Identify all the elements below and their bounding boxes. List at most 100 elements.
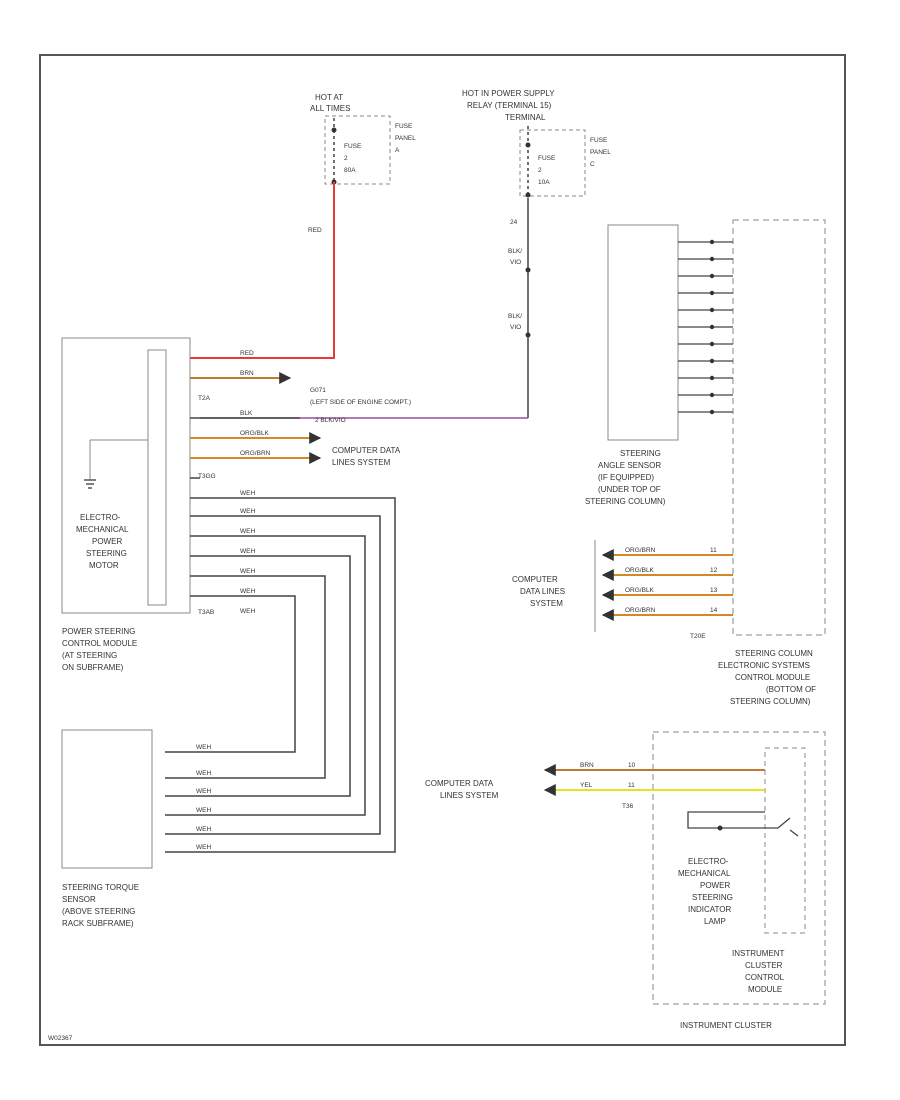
- lamp-1: MECHANICAL: [678, 869, 731, 878]
- angle-sensor-pin-node: [709, 290, 715, 296]
- column-module-dashed-box: [732, 219, 826, 636]
- steering-column-module: STEERING ANGLE SENSOR (IF EQUIPPED) (UND…: [512, 219, 826, 706]
- fuse-panel-c-1: PANEL: [590, 149, 611, 156]
- lamp-circuit: [687, 811, 778, 829]
- ic-name: INSTRUMENT CLUSTER: [680, 1021, 772, 1030]
- sensor-wire-label-7: WEH: [240, 608, 255, 615]
- sc-cdl-2: SYSTEM: [530, 599, 563, 608]
- sc-pin-2: 12: [710, 567, 718, 574]
- fuse-panel-c-0: FUSE: [590, 137, 608, 144]
- sc-conn: T20E: [690, 633, 706, 640]
- fuse-b-name-0: FUSE: [538, 155, 556, 162]
- ts-wire-2: WEH: [196, 770, 211, 777]
- fuse-panel-a-box: [324, 115, 391, 185]
- sc-module-3: (BOTTOM OF: [766, 685, 816, 694]
- wire-mid-orgblk: ORG/BLK: [240, 430, 270, 437]
- pst-module-box: [61, 337, 191, 614]
- diagram-frame: [39, 54, 846, 1046]
- angle-sensor-pin-node: [709, 256, 715, 262]
- sc-pin-1: 11: [710, 547, 717, 554]
- lamp-switch-icon: [777, 817, 799, 837]
- angle-sensor-pin-node: [709, 341, 715, 347]
- power-supply-a: HOT AT ALL TIMES FUSE 2 80A FUSE PANEL A: [310, 93, 416, 185]
- sc-pin-4: 14: [710, 607, 718, 614]
- angle-sensor-pin-node: [709, 375, 715, 381]
- sc-cdl-0: COMPUTER: [512, 575, 558, 584]
- sensor-wire-label-1: WEH: [240, 490, 255, 497]
- lamp-5: LAMP: [704, 917, 726, 926]
- lamp-0: ELECTRO-: [688, 857, 729, 866]
- lamp-4: INDICATOR: [688, 905, 731, 914]
- sensor-wire-label-2: WEH: [240, 508, 255, 515]
- lamp-2: POWER: [700, 881, 730, 890]
- fuse-panel-a-2: A: [395, 147, 400, 154]
- sensor-wire-1: [165, 497, 396, 853]
- angle-sensor-2: (IF EQUIPPED): [598, 473, 654, 482]
- hot-in-relay-line1: HOT IN POWER SUPPLY: [462, 89, 555, 98]
- blk-vio-2-b: VIO: [510, 324, 521, 331]
- lamp-3: STEERING: [692, 893, 733, 902]
- angle-sensor-pin-node: [709, 239, 715, 245]
- sc-wire-label-4: ORG/BRN: [625, 607, 656, 614]
- ts-wire-1: WEH: [196, 744, 211, 751]
- ic-module-1: CLUSTER: [745, 961, 783, 970]
- pst-cdl-1: LINES SYSTEM: [332, 458, 391, 467]
- hot-in-relay-line2: RELAY (TERMINAL 15): [467, 101, 552, 110]
- fuse-a-name-0: FUSE: [344, 143, 362, 150]
- sensor-wire-label-6: WEH: [240, 588, 255, 595]
- fuse-a-name-1: 2: [344, 155, 348, 162]
- sc-pin-3: 13: [710, 587, 718, 594]
- angle-sensor-1: ANGLE SENSOR: [598, 461, 661, 470]
- angle-sensor-pins: [678, 239, 733, 415]
- sc-module-2: CONTROL MODULE: [735, 673, 810, 682]
- ic-module-0: INSTRUMENT: [732, 949, 785, 958]
- fuse-b-node-top: [525, 142, 531, 148]
- footer-code: W02367: [48, 1035, 73, 1042]
- power-steering-module: ELECTRO- MECHANICAL POWER STEERING MOTOR…: [61, 337, 216, 672]
- red-power-wire: [200, 182, 335, 359]
- cluster-module-dashed-box: [764, 747, 806, 934]
- motor-label-0: ELECTRO-: [80, 513, 121, 522]
- angle-sensor-pin-node: [709, 307, 715, 313]
- fuse-a-name-2: 80A: [344, 167, 356, 174]
- module-mid-wires: BLK ORG/BLK ORG/BRN COMPUTER DATA LINES …: [190, 410, 401, 467]
- ic-wire-yel: YEL: [580, 782, 593, 789]
- pst-connector-strip: [147, 349, 167, 606]
- blk-vio-1-a: BLK/: [508, 248, 522, 255]
- wire-mid-blk: BLK: [240, 410, 253, 417]
- fuse-panel-c-2: C: [590, 161, 595, 168]
- sensor-wire-label-3: WEH: [240, 528, 255, 535]
- ts-name-1: SENSOR: [62, 895, 96, 904]
- pst-name-1: CONTROL MODULE: [62, 639, 137, 648]
- angle-sensor-pin-node: [709, 324, 715, 330]
- sc-module-1: ELECTRONIC SYSTEMS: [718, 661, 810, 670]
- power-supply-b: HOT IN POWER SUPPLY RELAY (TERMINAL 15) …: [462, 89, 611, 418]
- instrument-cluster: COMPUTER DATA LINES SYSTEM BRN YEL 10 11…: [425, 731, 826, 1030]
- ts-wire-5: WEH: [196, 826, 211, 833]
- ic-module-2: CONTROL: [745, 973, 785, 982]
- sensor-wire-label-4: WEH: [240, 548, 255, 555]
- pin-24-label: 24: [510, 219, 518, 226]
- sensor-wire-6: [165, 595, 296, 753]
- module-top-wires: RED BRN G071 (LEFT SIDE OF ENGINE COMPT.…: [190, 350, 411, 406]
- motor-label-3: STEERING: [86, 549, 127, 558]
- fuse-panel-a-0: FUSE: [395, 123, 413, 130]
- blk-vio-1-b: VIO: [510, 259, 521, 266]
- ic-pin-11: 11: [628, 782, 635, 789]
- ts-wire-4: WEH: [196, 807, 211, 814]
- ic-conn: T36: [622, 803, 634, 810]
- fuse-panel-a-1: PANEL: [395, 135, 416, 142]
- ic-cdl-0: COMPUTER DATA: [425, 779, 494, 788]
- conn-t3gg: T3GG: [198, 473, 216, 480]
- motor-label-2: POWER: [92, 537, 122, 546]
- steering-angle-sensor-box: [607, 224, 679, 441]
- ts-name-3: RACK SUBFRAME): [62, 919, 134, 928]
- angle-sensor-pin-node: [709, 409, 715, 415]
- wire-mid-orgbrn: ORG/BRN: [240, 450, 271, 457]
- angle-sensor-pin-node: [709, 273, 715, 279]
- vio-pin-label: 2 BLK/VIO: [315, 417, 346, 424]
- blk-vio-splice-1: [525, 267, 531, 273]
- motor-label-4: MOTOR: [89, 561, 119, 570]
- torque-sensor: WEH WEH WEH WEH WEH WEH STEERING TORQUE …: [61, 729, 211, 928]
- sensor-wire-3: [165, 535, 366, 816]
